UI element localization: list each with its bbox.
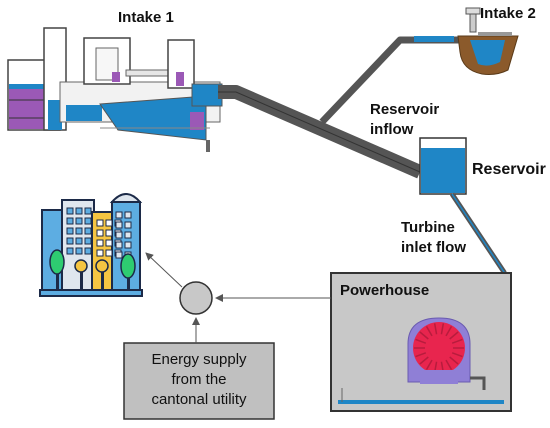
flow-arrows	[145, 252, 331, 343]
energy-line-3: cantonal utility	[151, 391, 247, 408]
city-window	[84, 227, 92, 235]
city-window	[75, 217, 83, 225]
intake-2-conduit	[319, 36, 470, 125]
headrace-tunnel	[218, 85, 423, 179]
city-window	[115, 221, 123, 229]
city-window	[115, 231, 123, 239]
intake-1-structure	[7, 27, 223, 152]
turbine-blade	[451, 338, 463, 344]
label-reservoir: Reservoir	[472, 161, 546, 178]
label-powerhouse: Powerhouse	[340, 282, 429, 299]
label-turbine-inflow-1: Turbine	[401, 219, 455, 236]
city-window	[66, 237, 74, 245]
city-window	[124, 221, 132, 229]
city-window	[96, 229, 104, 237]
turbine-blade	[419, 356, 429, 365]
turbine-blade	[445, 325, 453, 337]
label-intake-1: Intake 1	[118, 9, 174, 26]
city-window	[124, 231, 132, 239]
city-window	[75, 227, 83, 235]
city-trees	[49, 249, 136, 290]
energy-supply-box: Energy supply from the cantonal utility	[123, 342, 275, 420]
turbine-blade	[451, 352, 463, 358]
city-window	[84, 217, 92, 225]
city-window	[115, 241, 123, 249]
city-icon	[39, 193, 143, 297]
junction-node-icon	[179, 281, 213, 315]
city-window	[75, 247, 83, 255]
city-window	[84, 247, 92, 255]
intake-2-structure	[457, 7, 519, 75]
city-window	[96, 249, 104, 257]
reservoir-tank	[419, 137, 467, 195]
city-window	[84, 237, 92, 245]
city-window	[115, 211, 123, 219]
city-window	[66, 227, 74, 235]
city-window	[66, 217, 74, 225]
turbine-blade	[425, 325, 433, 337]
label-reservoir-inflow-1: Reservoir	[370, 101, 439, 118]
label-intake-2: Intake 2	[480, 5, 536, 22]
label-turbine-inflow-2: inlet flow	[401, 239, 466, 256]
city-window	[124, 241, 132, 249]
city-window	[105, 229, 113, 237]
city-window	[84, 207, 92, 215]
turbine-icon	[407, 317, 486, 390]
turbine-blade	[440, 323, 445, 335]
city-window	[96, 219, 104, 227]
turbine-blade	[449, 356, 459, 365]
turbine-blade	[449, 331, 459, 340]
city-window	[105, 249, 113, 257]
turbine-blade	[419, 331, 429, 340]
city-window	[66, 247, 74, 255]
city-window	[66, 207, 74, 215]
turbine-blade	[415, 338, 427, 344]
energy-line-1: Energy supply	[151, 351, 247, 368]
turbine-blade	[445, 359, 453, 371]
label-reservoir-inflow-2: inflow	[370, 121, 414, 138]
city-window	[105, 219, 113, 227]
city-window	[96, 239, 104, 247]
city-window	[75, 237, 83, 245]
turbine-blade	[425, 359, 433, 371]
city-window	[124, 211, 132, 219]
turbine-blade	[433, 323, 438, 335]
city-window	[75, 207, 83, 215]
city-window	[115, 251, 123, 259]
turbine-blade	[415, 352, 427, 358]
arrow-node-to-city	[145, 252, 183, 288]
city-window	[105, 239, 113, 247]
energy-line-2: from the	[171, 371, 226, 388]
